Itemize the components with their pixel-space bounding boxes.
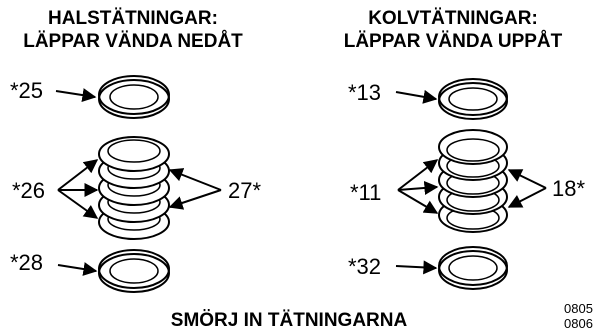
- arrow-part-18-bottom: [507, 187, 547, 208]
- arrow-part-27-top: [168, 168, 222, 191]
- arrow-part-26-bottom: [57, 189, 99, 219]
- right-top-ring: [438, 78, 508, 120]
- label-part-28: *28: [10, 250, 43, 275]
- arrow-part-25: [55, 88, 97, 103]
- left-title-line1: HALSTÄTNINGAR:: [48, 8, 218, 29]
- arrow-part-26-top: [57, 159, 99, 191]
- label-part-11: *11: [350, 180, 381, 205]
- arrow-part-13: [395, 89, 438, 104]
- arrow-part-18-top: [507, 169, 547, 189]
- left-bottom-ring: [98, 249, 170, 293]
- arrow-part-32: [395, 260, 438, 275]
- arrow-part-11-bottom: [397, 189, 439, 214]
- label-part-32: *32: [348, 254, 381, 279]
- lubricate-seals-caption: SMÖRJ IN TÄTNINGARNA: [171, 310, 408, 329]
- arrow-part-11-mid: [397, 180, 439, 195]
- right-title-line2: LÄPPAR VÄNDA UPPÅT: [344, 31, 563, 52]
- left-top-ring: [98, 75, 170, 119]
- label-part-13: *13: [348, 80, 381, 105]
- right-title-line1: KOLVTÄTNINGAR:: [368, 8, 538, 29]
- figure-code-2: 0806: [564, 316, 593, 329]
- right-vee-packing-stack: [438, 129, 508, 233]
- label-part-27: 27*: [228, 178, 261, 203]
- label-part-25: *25: [10, 78, 43, 103]
- arrow-part-28: [57, 262, 98, 276]
- left-title-line2: LÄPPAR VÄNDA NEDÅT: [23, 31, 243, 52]
- label-part-26: *26: [12, 178, 45, 203]
- figure-code-1: 0805: [564, 301, 593, 316]
- arrow-part-11-top: [397, 159, 439, 191]
- left-vee-packing-stack: [98, 136, 170, 240]
- arrow-part-27-bottom: [168, 189, 222, 210]
- right-bottom-ring: [438, 246, 508, 290]
- label-part-18: 18*: [552, 176, 585, 201]
